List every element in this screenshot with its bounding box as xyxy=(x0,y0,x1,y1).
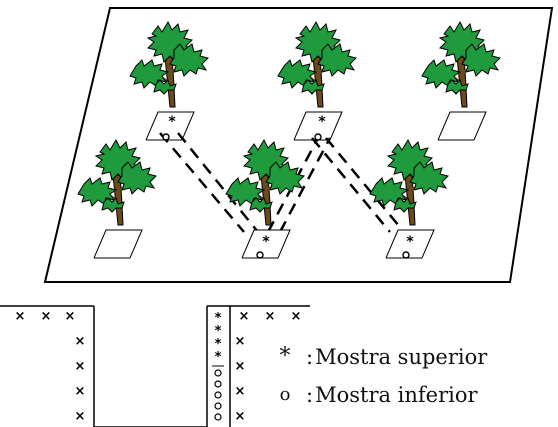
legend-lower-label: Mostra inferior xyxy=(315,383,478,407)
svg-text:×: × xyxy=(15,309,26,324)
lower-sample-marker xyxy=(256,251,264,259)
legend-upper-label: Mostra superior xyxy=(315,345,488,369)
upper-sample-marker: * xyxy=(406,234,414,250)
svg-text:×: × xyxy=(265,309,276,324)
svg-text:*: * xyxy=(215,337,222,352)
svg-text:×: × xyxy=(75,384,86,399)
svg-text:×: × xyxy=(239,309,250,324)
svg-text:×: × xyxy=(41,309,52,324)
legend-upper: * : Mostra superior xyxy=(274,344,488,369)
profile-wall-samples: **** xyxy=(212,311,224,421)
svg-text:×: × xyxy=(291,309,302,324)
lower-sample-symbol: o xyxy=(279,384,291,405)
lower-sample-marker xyxy=(314,133,322,141)
tree-bottom-center: * xyxy=(224,138,306,259)
svg-text:×: × xyxy=(235,384,246,399)
legend-colon: : xyxy=(306,345,314,369)
svg-text:×: × xyxy=(235,359,246,374)
legend-colon: : xyxy=(306,383,314,407)
lower-sample-marker xyxy=(162,133,170,141)
upper-sample-symbol: * xyxy=(279,344,291,369)
soil-profile xyxy=(0,305,310,427)
upper-sample-marker: * xyxy=(168,114,176,130)
upper-sample-marker: * xyxy=(318,114,326,130)
svg-text:*: * xyxy=(215,350,222,365)
upper-sample-marker: * xyxy=(262,234,270,250)
lower-sample-marker xyxy=(402,251,410,259)
svg-text:×: × xyxy=(235,334,246,349)
legend-lower: o : Mostra inferior xyxy=(274,383,478,407)
tree-top-left: * xyxy=(128,20,210,141)
svg-text:×: × xyxy=(65,309,76,324)
svg-text:*: * xyxy=(215,324,222,339)
sampling-path xyxy=(159,132,405,233)
svg-text:×: × xyxy=(75,334,86,349)
tree-top-center: * xyxy=(276,20,358,141)
svg-text:*: * xyxy=(215,311,222,326)
svg-text:×: × xyxy=(75,359,86,374)
svg-text:×: × xyxy=(235,409,246,424)
soil-surface-marks: × × × × × × × × × × × × × × xyxy=(15,309,302,424)
tree-bottom-right: * xyxy=(368,138,450,259)
svg-text:×: × xyxy=(75,409,86,424)
